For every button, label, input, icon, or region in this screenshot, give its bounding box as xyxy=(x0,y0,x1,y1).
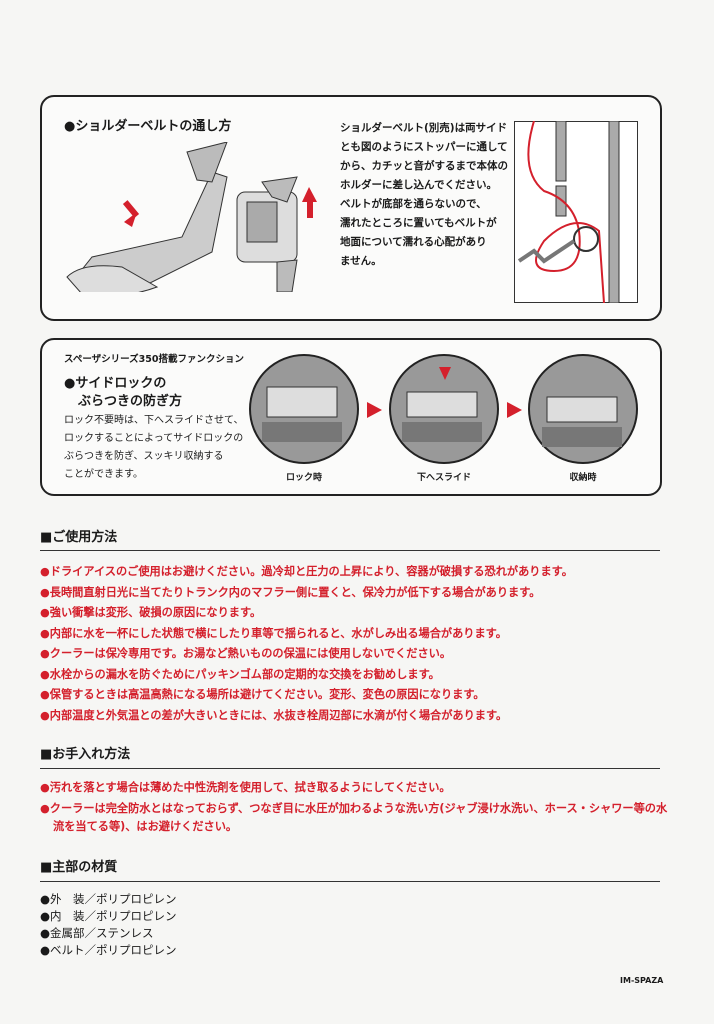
side-lock-title-2: ぶらつきの防ぎ方 xyxy=(78,394,183,409)
list-item: ●ベルト／ポリプロピレン xyxy=(40,943,177,957)
arrow-right-icon xyxy=(507,402,522,418)
desc-line: とも図のようにストッパーに通して xyxy=(340,141,508,153)
materials-list: ●外 装／ポリプロピレン ●内 装／ポリプロピレン ●金属部／ステンレス ●ベル… xyxy=(40,891,177,959)
care-title: ■お手入れ方法 xyxy=(40,747,131,762)
stopper-diagram xyxy=(514,121,638,303)
desc-line: 地面について濡れる心配があり xyxy=(340,236,487,248)
series-label: スペーザシリーズ350搭載ファンクション xyxy=(64,354,245,365)
desc-line: ロックすることによってサイドロックの xyxy=(64,433,244,444)
caption-lock: ロック時 xyxy=(285,473,322,483)
document-code: IM-SPAZA xyxy=(620,976,664,985)
desc-line: ぶらつきを防ぎ、スッキリ収納する xyxy=(64,451,224,462)
list-item: ●汚れを落とす場合は薄めた中性洗剤を使用して、拭き取るようにしてください。 xyxy=(40,781,451,794)
stored-state-image xyxy=(528,354,638,464)
care-list: ●汚れを落とす場合は薄めた中性洗剤を使用して、拭き取るようにしてください。 ●ク… xyxy=(40,779,670,836)
desc-line: ロック不要時は、下へスライドさせて、 xyxy=(64,415,244,426)
list-item: ●外 装／ポリプロピレン xyxy=(40,892,177,906)
side-lock-title-1: ●サイドロックの xyxy=(64,376,167,391)
list-item: ●強い衝撃は変形、破損の原因になります。 xyxy=(40,606,262,619)
desc-line: ホルダーに差し込んでください。 xyxy=(340,179,497,191)
list-item: ●クーラーは完全防水とはなっておらず、つなぎ目に水圧が加わるような洗い方(ジャブ… xyxy=(40,802,668,833)
list-item: ●ドライアイスのご使用はお避けください。過冷却と圧力の上昇により、容器が破損する… xyxy=(40,565,573,578)
desc-line: 濡れたところに置いてもベルトが xyxy=(340,217,497,229)
list-item: ●長時間直射日光に当てたりトランク内のマフラー側に置くと、保冷力が低下する場合が… xyxy=(40,585,541,599)
list-item: ●内部温度と外気温との差が大きいときには、水抜き栓周辺部に水滴が付く場合がありま… xyxy=(40,708,508,722)
shoulder-belt-description: ショルダーベルト(別売)は両サイド とも図のようにストッパーに通して から、カチ… xyxy=(340,119,508,271)
desc-line: ません。 xyxy=(340,255,382,267)
side-lock-steps-illustration xyxy=(249,354,638,464)
desc-line: から、カチッと音がするまで本体の xyxy=(340,160,508,172)
belt-threading-illustration xyxy=(66,142,317,292)
list-item: ●内 装／ポリプロピレン xyxy=(40,909,177,923)
list-item: ●内部に水を一杯にした状態で横にしたり車等で揺られると、水がしみ出る場合がありま… xyxy=(40,626,507,640)
arrow-right-icon xyxy=(367,402,382,418)
list-item: ●保管するときは高温高熱になる場所は避けてください。変形、変色の原因になります。 xyxy=(40,688,485,701)
lock-state-image xyxy=(249,354,359,464)
side-lock-description: ロック不要時は、下へスライドさせて、 ロックすることによってサイドロックの ぶら… xyxy=(64,412,244,484)
side-lock-panel: スペーザシリーズ350搭載ファンクション ●サイドロックの ぶらつきの防ぎ方 ロ… xyxy=(40,338,662,496)
usage-title: ■ご使用方法 xyxy=(40,530,118,545)
divider xyxy=(40,881,660,882)
shoulder-belt-panel: ●ショルダーベルトの通し方 ショルダーベルト(別売)は両サイド とも図のようにス… xyxy=(40,95,662,321)
list-item: ●水栓からの漏水を防ぐためにパッキンゴム部の定期的な交換をお勧めします。 xyxy=(40,667,440,681)
list-item: ●金属部／ステンレス xyxy=(40,926,154,940)
caption-slide-down: 下へスライド xyxy=(416,473,471,483)
divider xyxy=(40,550,660,551)
desc-line: ショルダーベルト(別売)は両サイド xyxy=(340,122,508,134)
desc-line: ベルトが底部を通らないので、 xyxy=(340,198,487,210)
caption-stored: 収納時 xyxy=(569,473,597,483)
slide-down-image xyxy=(389,354,499,464)
materials-title: ■主部の材質 xyxy=(40,860,118,875)
usage-list: ●ドライアイスのご使用はお避けください。過冷却と圧力の上昇により、容器が破損する… xyxy=(40,562,670,726)
list-item: ●クーラーは保冷専用です。お湯など熱いものの保温には使用しないでください。 xyxy=(40,647,452,660)
divider xyxy=(40,768,660,769)
shoulder-belt-title: ●ショルダーベルトの通し方 xyxy=(64,119,232,134)
desc-line: ことができます。 xyxy=(64,469,143,480)
